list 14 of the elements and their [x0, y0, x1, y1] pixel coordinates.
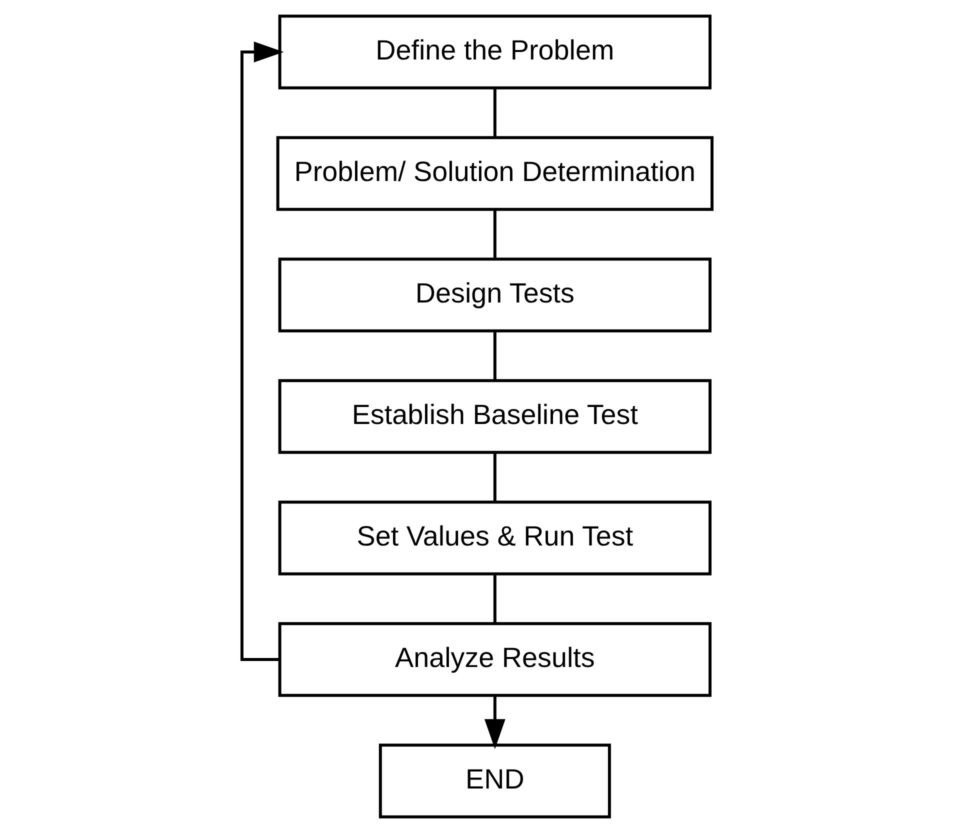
node-box: Define the Problem: [278, 14, 712, 90]
arrow: [240, 42, 284, 661]
connector: [493, 452, 496, 502]
node-box: Set Values & Run Test: [278, 500, 712, 576]
connector: [493, 331, 496, 380]
node-box: Analyze Results: [278, 622, 712, 697]
node-box: END: [378, 744, 611, 818]
node-box: Establish Baseline Test: [278, 379, 712, 454]
connector: [493, 574, 496, 624]
node-box: Problem/ Solution Determination: [276, 136, 714, 211]
node-box: Design Tests: [278, 258, 712, 332]
connector: [493, 88, 496, 138]
connector: [493, 210, 496, 259]
arrow: [484, 696, 506, 750]
